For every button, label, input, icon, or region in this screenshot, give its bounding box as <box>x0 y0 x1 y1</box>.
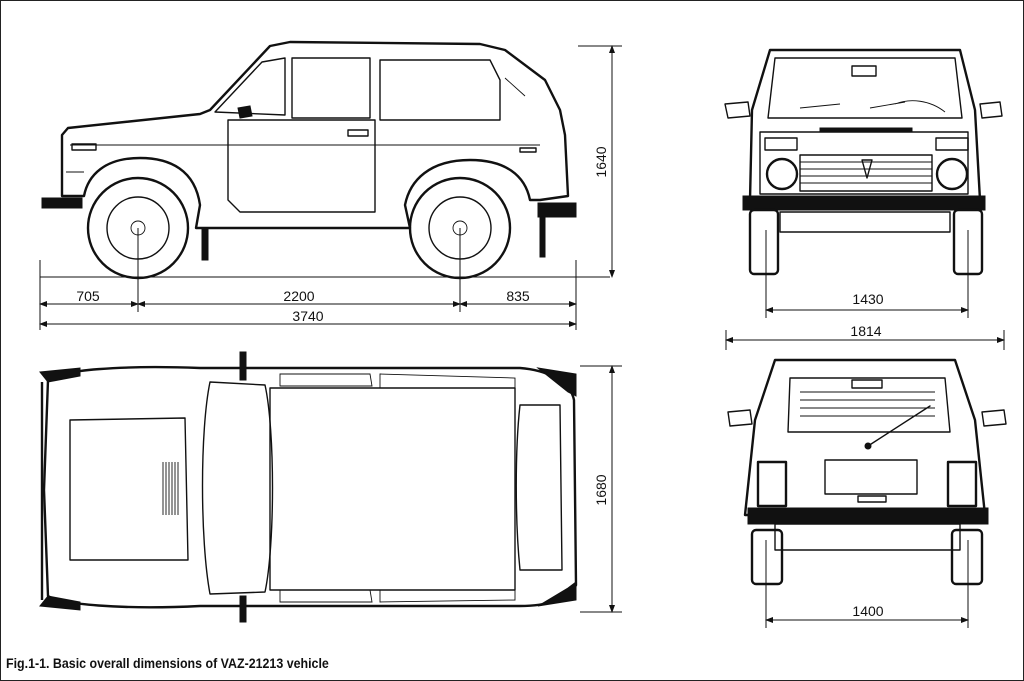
front-view <box>724 48 1003 276</box>
label-rear-track: 1400 <box>852 603 883 619</box>
label-rear-overhang: 835 <box>506 288 530 304</box>
label-overall-width: 1814 <box>850 323 881 339</box>
rear-dimensions <box>725 330 1005 628</box>
top-view <box>39 351 578 623</box>
label-front-track: 1430 <box>852 291 883 307</box>
label-front-overhang: 705 <box>76 288 100 304</box>
dimension-labels: 705 2200 835 3740 1640 1680 1430 1814 14… <box>76 146 883 619</box>
top-dimensions <box>580 365 622 613</box>
side-dimensions <box>39 45 622 330</box>
rear-view <box>727 358 1007 586</box>
label-overall-length: 3740 <box>292 308 323 324</box>
side-view <box>41 40 577 280</box>
label-body-width: 1680 <box>593 474 609 505</box>
label-wheelbase: 2200 <box>283 288 314 304</box>
front-dimensions <box>765 230 969 318</box>
figure-caption: Fig.1-1. Basic overall dimensions of VAZ… <box>6 656 329 671</box>
label-height: 1640 <box>593 146 609 177</box>
